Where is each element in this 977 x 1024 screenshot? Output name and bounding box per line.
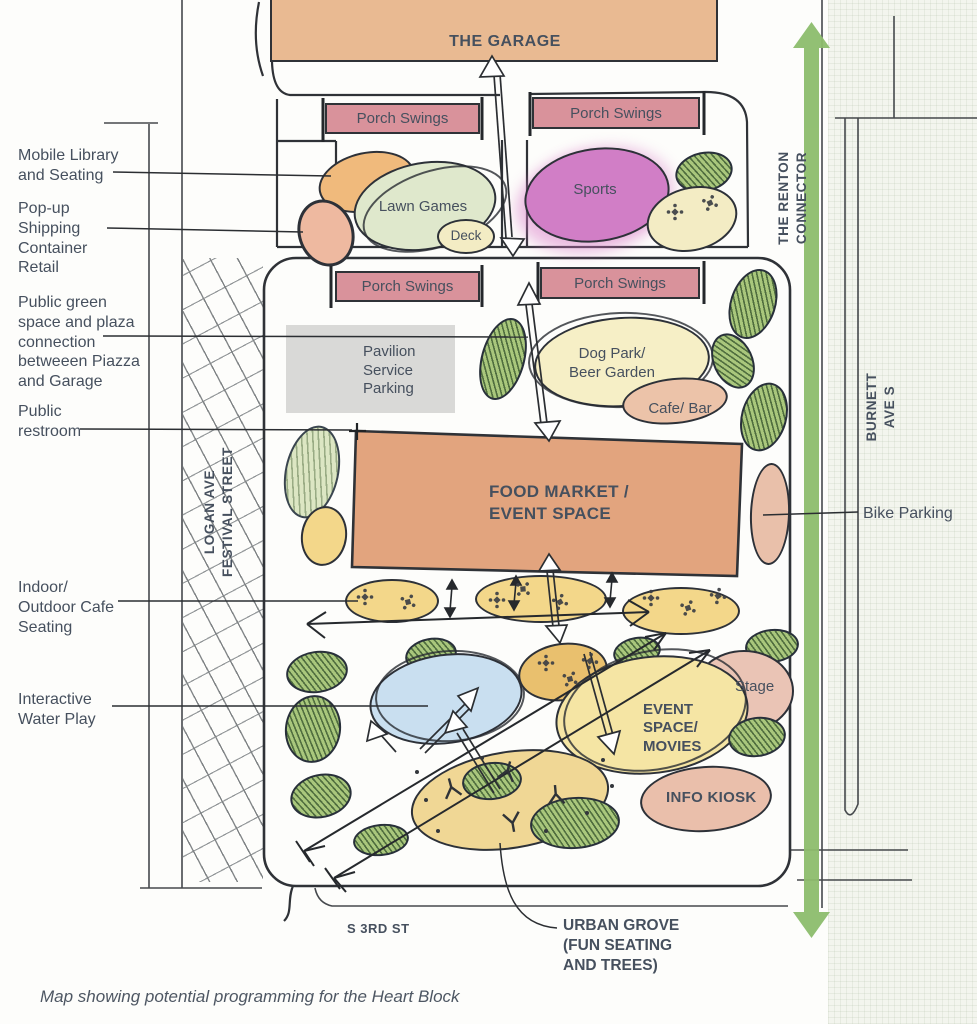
street-burnett-ave: BURNETT AVE S: [863, 372, 897, 442]
porch-swings-label: Porch Swings: [570, 104, 662, 122]
dog-park-label: Dog Park/ Beer Garden: [569, 345, 655, 381]
callout-cafe-seating: Indoor/ Outdoor Cafe Seating: [18, 579, 115, 636]
callout-mobile-library: Mobile Library and Seating: [18, 147, 119, 184]
callout-public-green: Public green space and plaza connection …: [18, 294, 140, 391]
planting-dogpark-left: [470, 312, 536, 406]
food-market-label: FOOD MARKET / EVENT SPACE: [489, 482, 629, 524]
pavilion-label: Pavilion Service Parking: [363, 343, 416, 398]
planting-market-left: [275, 420, 349, 524]
callout-popup-retail: Pop-up Shipping Container Retail: [18, 200, 88, 277]
street-renton-connector: THE RENTON CONNECTOR: [775, 151, 809, 245]
porch-swings-label: Porch Swings: [574, 274, 666, 292]
deck-area: [437, 219, 495, 254]
planting-lower-left-3: [286, 768, 356, 824]
porch-swings-bar-2: Porch Swings: [532, 97, 700, 129]
garage-label: THE GARAGE: [449, 33, 561, 50]
callout-public-restroom: Public restroom: [18, 403, 82, 440]
callout-urban-grove: URBAN GROVE (FUN SEATING AND TREES): [563, 917, 680, 975]
bike-parking-area: [748, 462, 792, 566]
street-s-3rd: S 3RD ST: [347, 921, 410, 936]
callout-water-play: Interactive Water Play: [18, 691, 96, 728]
cafe-bar-label: Cafe/ Bar: [648, 400, 712, 417]
porch-swings-label: Porch Swings: [361, 278, 454, 295]
planting-grove-small: [351, 821, 411, 859]
porch-swings-bar-4: Porch Swings: [540, 267, 700, 299]
pavilion-service-parking: [286, 325, 455, 413]
sports-label: Sports: [573, 181, 617, 198]
callout-bike-parking: Bike Parking: [863, 505, 953, 522]
cafe-seating-3: [622, 587, 740, 635]
map-caption: Map showing potential programming for th…: [40, 987, 460, 1006]
market-corner-tick: [349, 423, 366, 440]
stage-label: Stage: [735, 678, 775, 695]
porch-swings-bar-3: Porch Swings: [335, 271, 480, 302]
event-space-label: EVENT SPACE/ MOVIES: [643, 701, 702, 755]
porch-swings-bar-1: Porch Swings: [325, 103, 480, 134]
planting-lower-left-2: [280, 691, 346, 767]
planting-lower-left-1: [283, 646, 351, 698]
porch-swings-label: Porch Swings: [356, 110, 449, 127]
festival-street-hatch: [183, 258, 263, 882]
cafe-seating-2: [475, 575, 607, 623]
cafe-seating-1: [345, 579, 439, 623]
lawn-games-label: Lawn Games: [378, 198, 468, 215]
garage-building: [270, 0, 718, 62]
street-logan-ave: LOGAN AVE FESTIVAL STREET: [201, 446, 235, 578]
deck-label: Deck: [450, 228, 482, 243]
info-kiosk-label: INFO KIOSK: [666, 789, 757, 806]
planting-right-3: [732, 377, 796, 457]
